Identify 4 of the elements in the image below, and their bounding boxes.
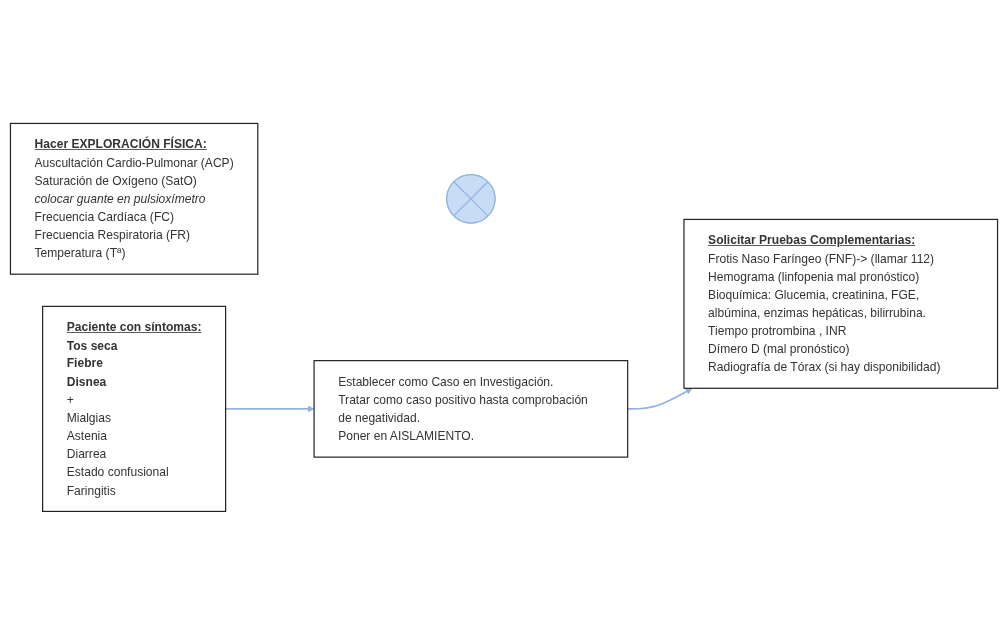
node-box: Solicitar Pruebas Complementarias: Frotis Naso Faríngeo (FNF)-> (llamar 112) Hemograma (linfopenia mal pronóstico) Bioquímica: Glucemia, creatinina, FGE, albúmina, enzimas hepáticas, bilirrubina. Tiempo protrombina , INR Dímero D (mal pronóstico) Radiografía de Tórax (si hay disponibilidad)	[682, 218, 998, 389]
node-box: Establecer como Caso en Investigación. Tratar como caso positivo hasta comprobación de negatividad. Poner en AISLAMIENTO.	[312, 360, 628, 458]
node-box: Hacer EXPLORACIÓN FÍSICA: Auscultación Cardio-Pulmonar (ACP) Saturación de Oxígeno (SatO) colocar guante en pulsioxímetro Frecuencia Cardíaca (FC) Frecuencia Respiratoria (FR) Temperatura (Tª)	[9, 122, 258, 275]
node-box: Paciente con síntomas: Tos seca Fiebre Disnea + Mialgias Astenia Diarrea Estado confusional Faringitis	[41, 305, 226, 513]
